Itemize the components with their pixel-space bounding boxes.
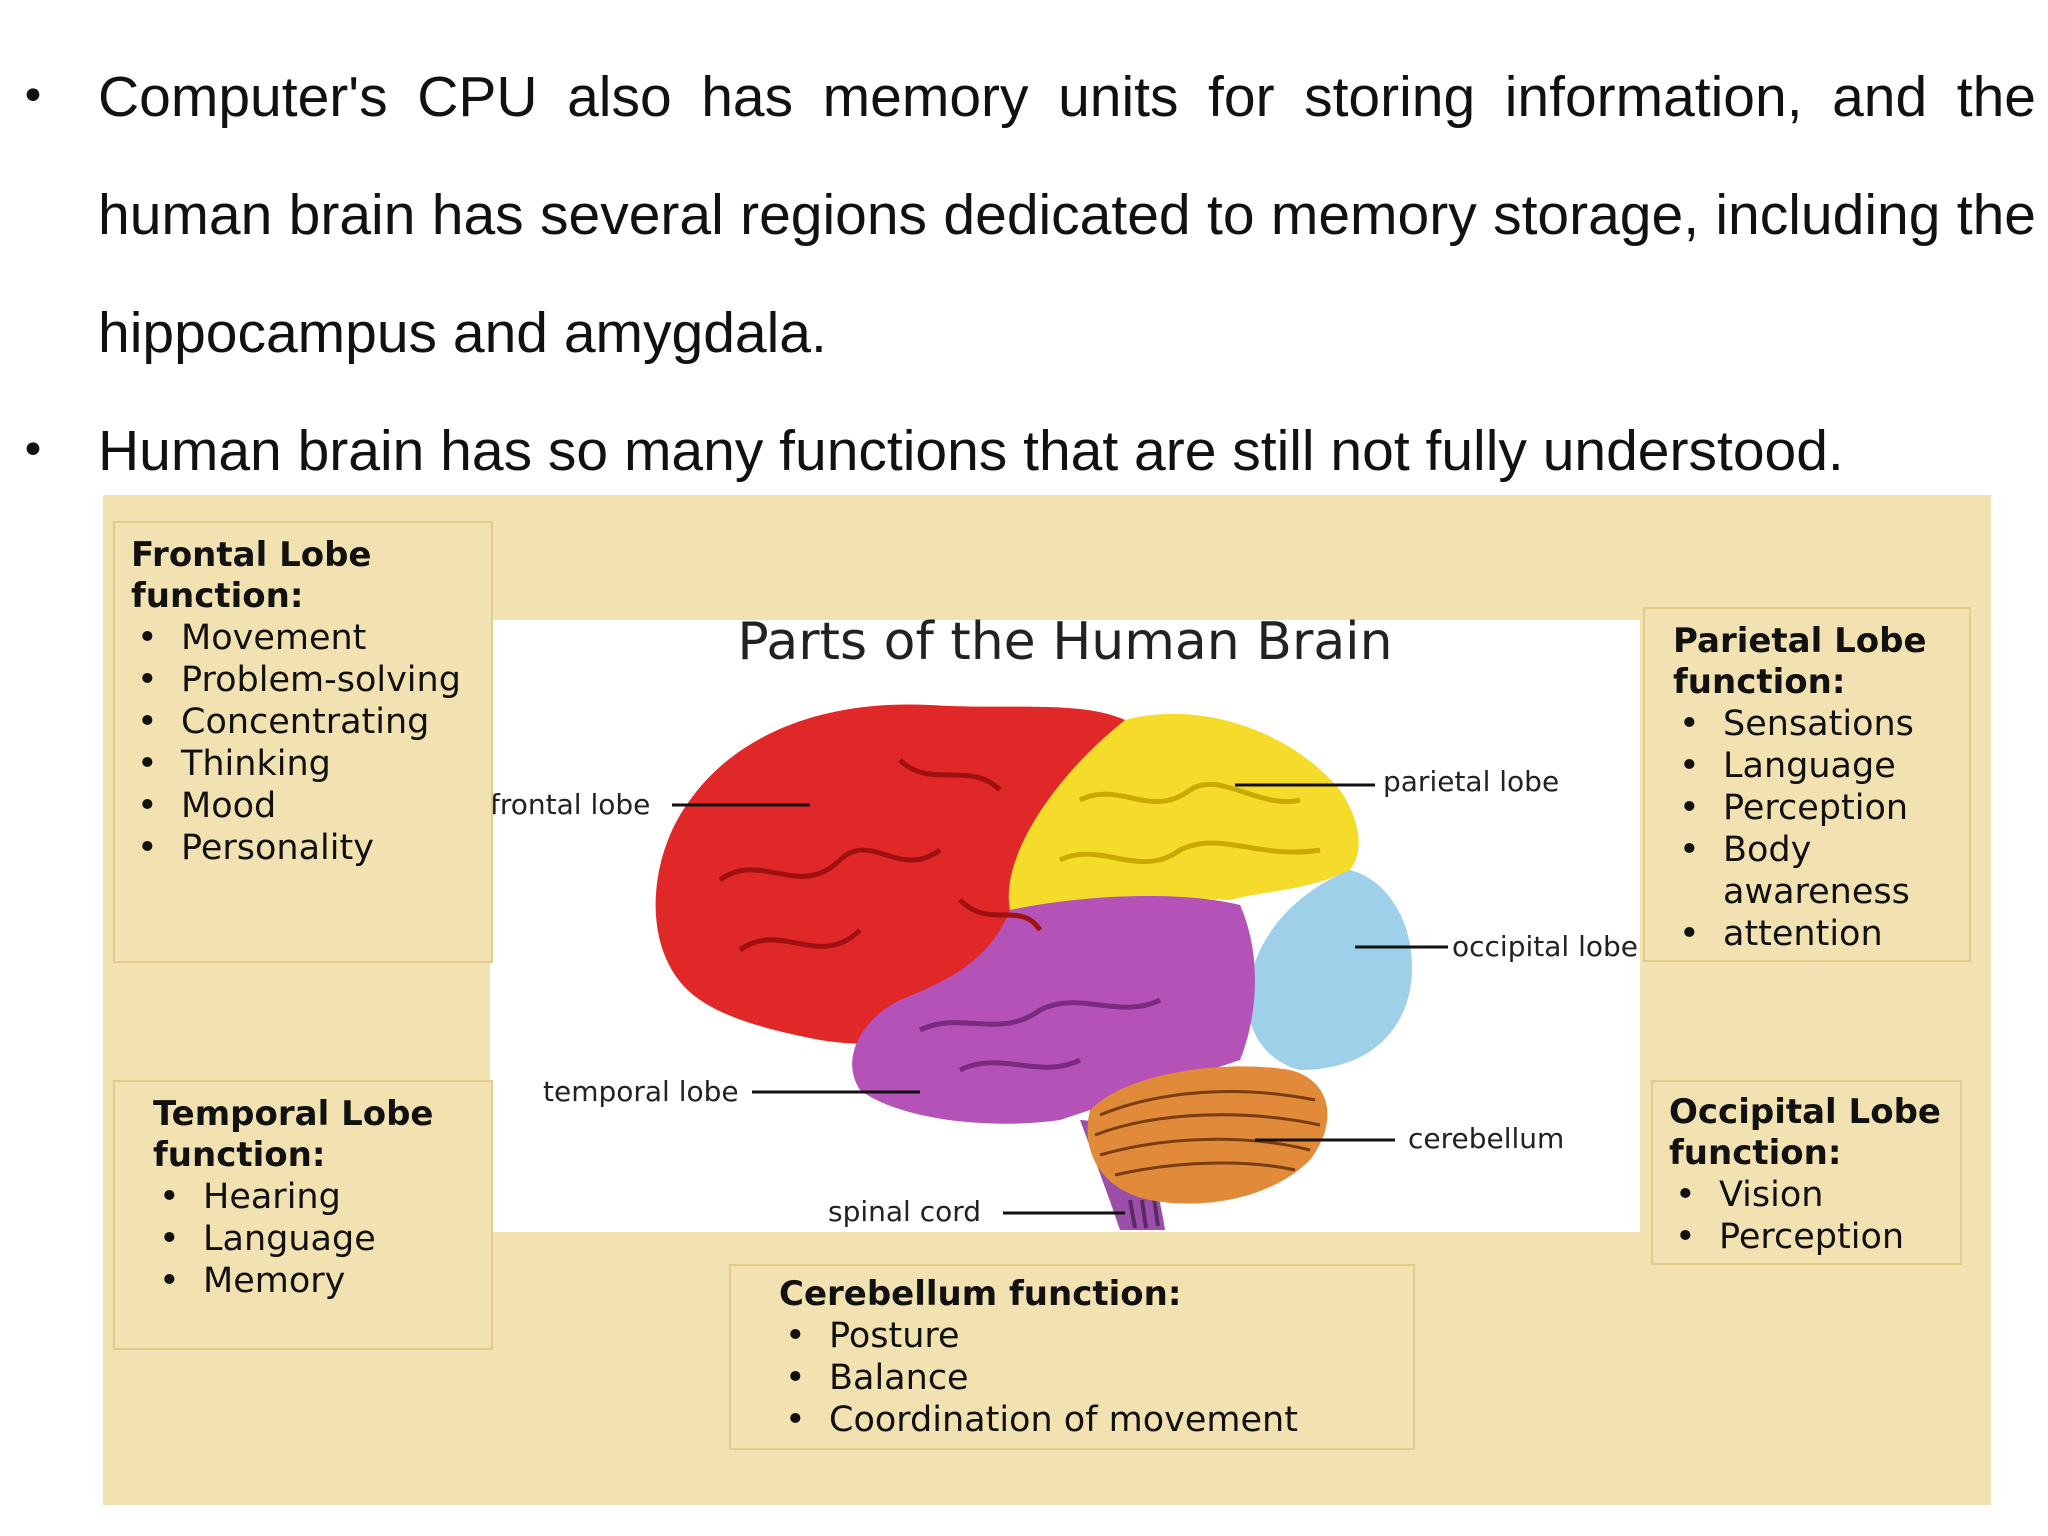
label-parietal-lobe: parietal lobe xyxy=(1383,765,1560,798)
function-list: Movement Problem-solving Concentrating T… xyxy=(131,617,475,869)
frontal-lobe-gyri xyxy=(718,758,1043,953)
function-item: Vision xyxy=(1669,1174,1944,1216)
function-item: Hearing xyxy=(153,1176,453,1218)
label-spinal-cord: spinal cord xyxy=(828,1195,982,1228)
function-item: Coordination of movement xyxy=(779,1399,1365,1441)
function-list: Vision Perception xyxy=(1669,1174,1944,1258)
function-item: Mood xyxy=(131,785,475,827)
function-item: Language xyxy=(153,1218,453,1260)
box-title: Occipital Lobe function: xyxy=(1669,1092,1941,1173)
temporal-lobe-shape xyxy=(852,895,1255,1124)
function-item: Body awareness xyxy=(1673,829,1941,913)
function-item: Problem-solving xyxy=(131,659,475,701)
label-temporal-lobe: temporal lobe xyxy=(543,1075,739,1108)
spinal-cord-nerves xyxy=(1128,1197,1160,1229)
bullet-dot: • xyxy=(20,71,46,122)
function-item: Posture xyxy=(779,1315,1365,1357)
diagram-title: Parts of the Human Brain xyxy=(737,612,1393,672)
function-item: Memory xyxy=(153,1260,453,1302)
function-item: Perception xyxy=(1673,787,1941,829)
bullet-dot: • xyxy=(20,425,46,476)
function-list: Sensations Language Perception Body awar… xyxy=(1673,703,1941,955)
function-item: attention xyxy=(1673,913,1941,955)
function-item: Sensations xyxy=(1673,703,1941,745)
function-item: Thinking xyxy=(131,743,475,785)
frontal-lobe-function-box: Frontal Lobe function: Movement Problem-… xyxy=(113,521,493,963)
box-title: Temporal Lobe function: xyxy=(153,1094,434,1175)
parietal-lobe-function-box: Parietal Lobe function: Sensations Langu… xyxy=(1643,607,1971,962)
temporal-lobe-function-box: Temporal Lobe function: Hearing Language… xyxy=(113,1080,493,1350)
box-title: Frontal Lobe function: xyxy=(131,535,372,616)
label-frontal-lobe: frontal lobe xyxy=(490,788,651,821)
bullet-text: Human brain has so many functions that a… xyxy=(98,419,1844,483)
box-title: Parietal Lobe function: xyxy=(1673,621,1927,702)
bullet-text: Computer's CPU also has memory units for… xyxy=(98,65,2036,365)
occipital-lobe-shape xyxy=(1247,870,1412,1070)
box-title: Cerebellum function: xyxy=(779,1274,1182,1314)
function-list: Hearing Language Memory xyxy=(153,1176,453,1302)
parietal-lobe-shape xyxy=(1008,713,1359,910)
parietal-lobe-gyri xyxy=(1058,781,1321,865)
label-cerebellum: cerebellum xyxy=(1408,1122,1565,1155)
function-item: Concentrating xyxy=(131,701,475,743)
function-item: Movement xyxy=(131,617,475,659)
function-item: Balance xyxy=(779,1357,1365,1399)
label-occipital-lobe: occipital lobe xyxy=(1452,930,1638,963)
function-item: Language xyxy=(1673,745,1941,787)
temporal-lobe-gyri xyxy=(918,997,1162,1073)
function-list: Posture Balance Coordination of movement xyxy=(779,1315,1365,1441)
function-item: Perception xyxy=(1669,1216,1944,1258)
cerebellum-folds xyxy=(1094,1090,1321,1177)
cerebellum-function-box: Cerebellum function: Posture Balance Coo… xyxy=(729,1264,1415,1450)
function-item: Personality xyxy=(131,827,475,869)
occipital-lobe-function-box: Occipital Lobe function: Vision Percepti… xyxy=(1651,1080,1962,1265)
